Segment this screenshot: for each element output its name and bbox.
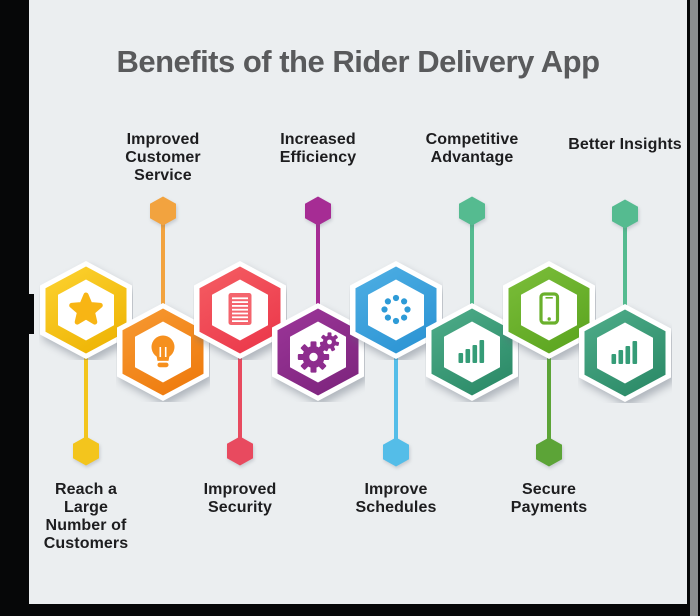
connector-stem [161, 211, 165, 352]
bar-chart-icon [611, 341, 638, 364]
connector-stem [84, 310, 88, 451]
bottom-frame-bar [0, 604, 700, 616]
benefit-label: Better Insights [568, 136, 682, 153]
connector-hexagon [382, 437, 410, 467]
connector-hexagon [226, 436, 254, 466]
document-icon [228, 293, 252, 325]
benefit-label: Reach a Large Number of Customers [43, 481, 129, 552]
spinner-dots-icon [381, 294, 411, 325]
connector-hexagon [611, 199, 639, 229]
left-frame-notch [0, 294, 34, 334]
benefit-hexagon [193, 260, 287, 360]
connector-stem [547, 310, 551, 452]
benefit-hexagon [349, 260, 443, 360]
benefit-label: Competitive Advantage [425, 131, 519, 166]
connector-stem [623, 214, 627, 353]
connector-stem [316, 211, 320, 352]
connector-hexagon [72, 436, 100, 466]
right-scrollbar[interactable] [689, 0, 698, 616]
connector-hexagon [304, 196, 332, 226]
lightbulb-icon [151, 335, 175, 368]
benefit-label: Improved Customer Service [125, 131, 201, 184]
benefit-label: Improve Schedules [355, 481, 437, 516]
benefit-hexagon [116, 302, 210, 402]
connector-stem [238, 310, 242, 451]
benefit-label: Increased Efficiency [279, 131, 357, 166]
connector-stem [470, 211, 474, 352]
connector-hexagon [149, 196, 177, 226]
gears-icon [297, 332, 340, 373]
page-title: Benefits of the Rider Delivery App [116, 44, 600, 79]
connector-hexagon [458, 196, 486, 226]
smartphone-icon [539, 292, 560, 325]
star-icon [69, 292, 103, 325]
benefit-hexagon [502, 260, 596, 360]
benefit-hexagon [425, 302, 519, 402]
connector-hexagon [535, 437, 563, 467]
bar-chart-icon [458, 340, 485, 363]
benefit-hexagon [578, 303, 672, 403]
benefit-hexagon [39, 260, 133, 360]
benefit-label: Improved Security [203, 481, 277, 516]
connector-stem [394, 310, 398, 452]
benefit-label: Secure Payments [510, 481, 588, 516]
benefit-hexagon [271, 302, 365, 402]
